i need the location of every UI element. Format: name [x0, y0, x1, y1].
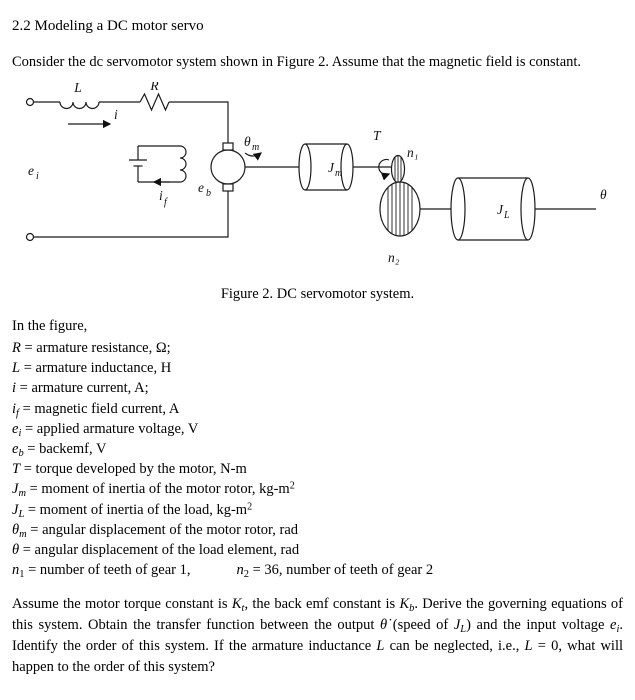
legend-line-applied-voltage: ei = applied armature voltage, V — [12, 420, 199, 439]
label-torque: T — [373, 128, 382, 143]
label-if-sub: f — [164, 197, 168, 208]
legend-intro: In the figure, — [12, 318, 88, 334]
label-n2: n₂ — [388, 250, 400, 265]
label-theta-m-sub: m — [252, 142, 259, 153]
legend-line-rotor-inertia: Jm = moment of inertia of the motor roto… — [12, 480, 295, 500]
torque-arrow — [378, 158, 391, 181]
legend-line-torque: T = torque developed by the motor, N-m — [12, 461, 247, 478]
legend-line-field-current: if = magnetic field current, A — [12, 400, 180, 419]
field-coil — [179, 145, 187, 183]
label-ei-sub: i — [36, 171, 39, 182]
legend-line-load-displacement: θ = angular displacement of the load ele… — [12, 542, 300, 559]
legend-line-inductance: L = armature inductance, H — [12, 360, 172, 377]
legend-line-rotor-displacement: θm = angular displacement of the motor r… — [12, 521, 299, 540]
intro-paragraph: Consider the dc servomotor system shown … — [12, 54, 582, 70]
motor-inertia-body — [305, 144, 347, 190]
label-jm: J — [328, 160, 335, 175]
input-terminal-bottom — [25, 232, 35, 242]
figure-2: L R i e i i f e b θ m T J m n₁ n₂ J L θ … — [12, 82, 623, 304]
motor-armature — [210, 149, 246, 185]
label-inductance: L — [73, 82, 82, 95]
label-jl-sub: L — [503, 210, 510, 221]
closing-paragraph: Assume the motor torque constant is Kt, … — [12, 596, 624, 676]
label-resistance: R — [149, 82, 159, 93]
label-if: i — [159, 188, 163, 203]
theta-m-arrow — [244, 152, 263, 161]
label-n1: n₁ — [407, 145, 418, 160]
armature-wire-bottom — [34, 191, 229, 238]
label-theta-m: θ — [244, 134, 251, 149]
legend-line-backemf: eb = backemf, V — [12, 441, 107, 459]
legend-list: R = armature resistance, Ω; L = armature… — [12, 338, 623, 580]
label-ei: e — [28, 163, 34, 178]
brush-top — [222, 142, 234, 151]
brush-bottom — [222, 183, 234, 192]
input-terminal-top — [25, 97, 35, 107]
legend-line-gear-teeth: n1 = number of teeth of gear 1,n2 = 36, … — [12, 562, 434, 581]
label-eb: e — [198, 180, 204, 195]
label-eb-sub: b — [206, 188, 211, 199]
legend-line-current: i = armature current, A; — [12, 380, 149, 397]
load-inertia-body — [458, 178, 528, 240]
label-jm-sub: m — [335, 168, 342, 179]
inductor-symbol — [59, 101, 100, 110]
legend-line-load-inertia: JL = moment of inertia of the load, kg-m… — [12, 501, 253, 520]
document-page: 2.2 Modeling a DC motor servo Consider t… — [12, 18, 624, 676]
motor-inertia-left-cap — [298, 143, 312, 191]
section-title: 2.2 Modeling a DC motor servo — [12, 18, 204, 34]
armature-wire-right — [169, 101, 229, 143]
label-current: i — [114, 107, 118, 122]
resistor-symbol — [139, 92, 170, 112]
load-inertia-left-cap — [450, 177, 466, 241]
label-jl: J — [497, 202, 504, 217]
motor-inertia-right-cap — [340, 143, 354, 191]
dc-servomotor-diagram: L R i e i i f e b θ m T J m n₁ n₂ J L θ — [25, 82, 607, 265]
figure-caption: Figure 2. DC servomotor system. — [220, 286, 415, 302]
legend-line-resistance: R = armature resistance, Ω; — [12, 340, 171, 356]
load-inertia-right-cap — [520, 177, 536, 241]
label-theta-output: θ — [600, 187, 607, 202]
